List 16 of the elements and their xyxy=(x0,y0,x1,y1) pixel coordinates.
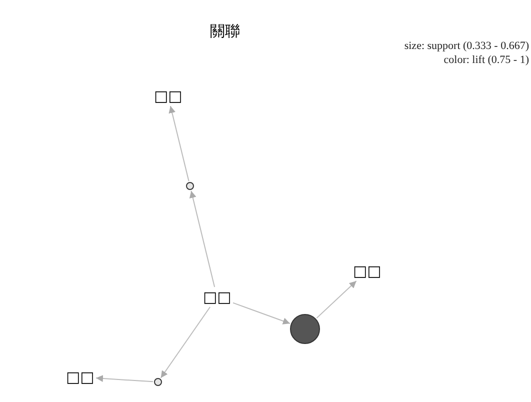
arrow xyxy=(96,374,154,382)
arrow xyxy=(189,190,216,288)
rule-circle xyxy=(154,378,162,386)
rule-circle xyxy=(290,314,320,344)
item-label: □□ xyxy=(203,289,232,305)
item-label: □□ xyxy=(353,263,382,279)
arrow xyxy=(232,302,290,324)
item-label: □□ xyxy=(154,88,182,104)
arrow xyxy=(168,106,190,182)
chart-title: 關聯 xyxy=(209,22,241,41)
rule-circle xyxy=(186,182,194,190)
legend-note: size: support (0.333 - 0.667) xyxy=(404,40,529,53)
legend-note: color: lift (0.75 - 1) xyxy=(444,54,529,67)
arrow xyxy=(316,280,357,319)
item-label: □□ xyxy=(66,369,94,385)
arrow xyxy=(160,306,211,378)
